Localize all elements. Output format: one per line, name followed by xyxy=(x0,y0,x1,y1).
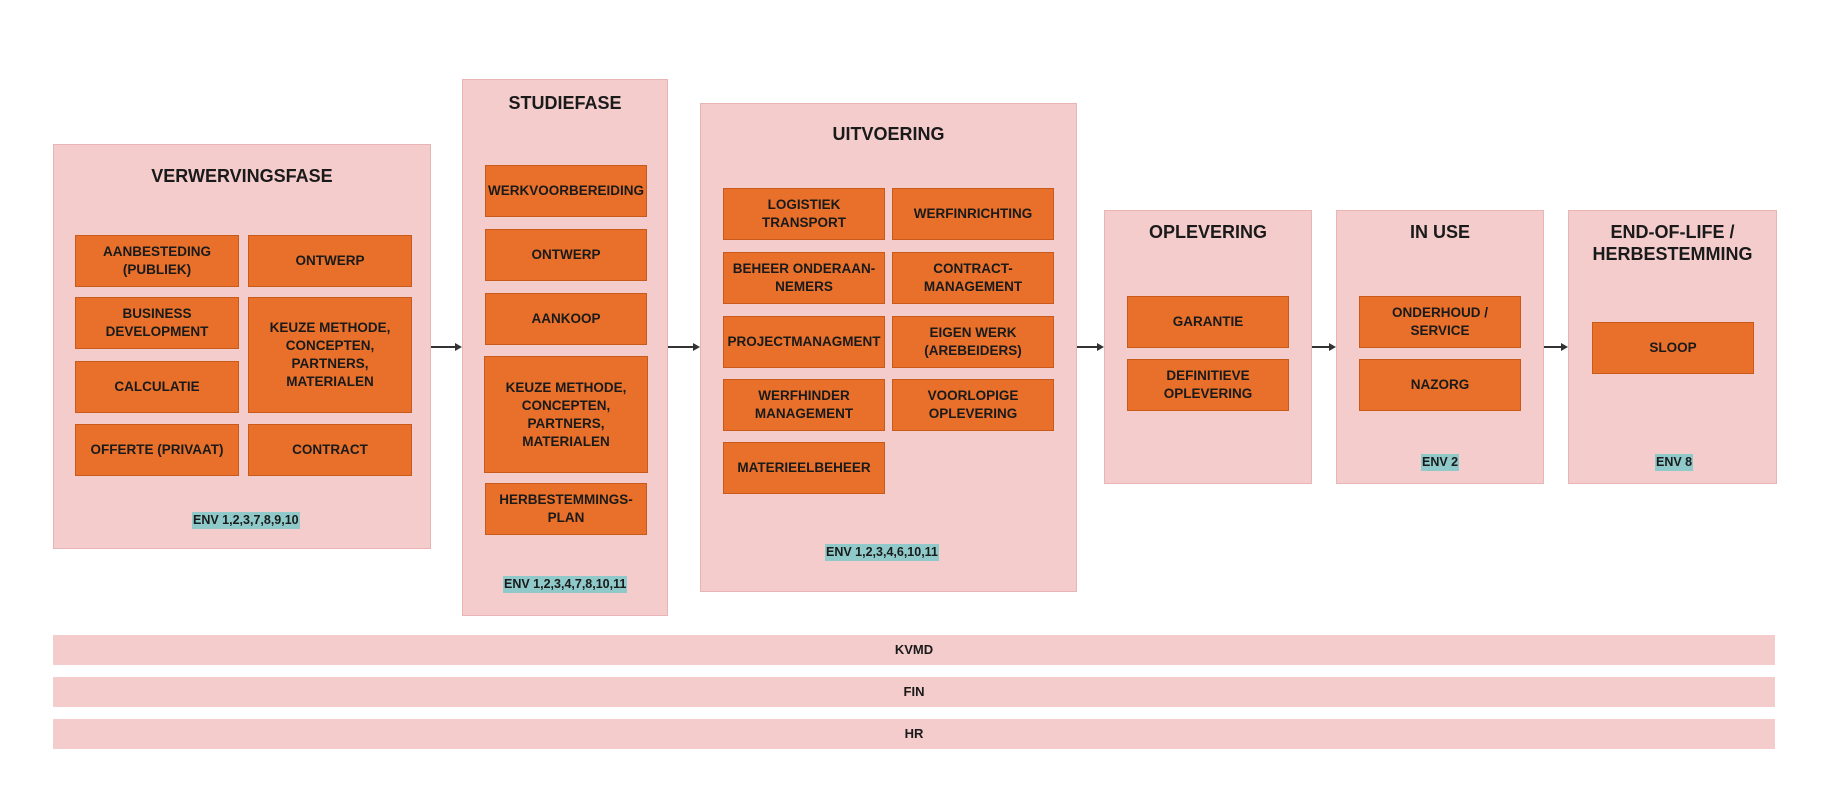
activity-box: HERBESTEMMINGS-PLAN xyxy=(485,483,647,535)
phase-in-use: IN USE ONDERHOUD / SERVICE NAZORG ENV 2 xyxy=(1336,210,1544,484)
activity-box: MATERIEELBEHEER xyxy=(723,442,885,494)
support-bar-kvmd: KVMD xyxy=(53,635,1775,665)
activity-box: PROJECTMANAGMENT xyxy=(723,316,885,368)
activity-box: BEHEER ONDERAAN-NEMERS xyxy=(723,252,885,304)
env-label: ENV 1,2,3,4,7,8,10,11 xyxy=(503,576,628,593)
activity-box: EIGEN WERK (AREBEIDERS) xyxy=(892,316,1054,368)
activity-box: WERFINRICHTING xyxy=(892,188,1054,240)
env-label: ENV 8 xyxy=(1655,454,1694,471)
flow-arrow xyxy=(431,342,462,352)
phase-studiefase: STUDIEFASE WERKVOORBEREIDING ONTWERP AAN… xyxy=(462,79,668,616)
flow-arrow xyxy=(1544,342,1568,352)
phase-title: VERWERVINGSFASE xyxy=(151,166,333,186)
phase-verwervingsfase: VERWERVINGSFASE AANBESTEDING (PUBLIEK) O… xyxy=(53,144,431,549)
activity-box: AANBESTEDING (PUBLIEK) xyxy=(75,235,239,287)
activity-box: CONTRACT-MANAGEMENT xyxy=(892,252,1054,304)
phase-uitvoering: UITVOERING LOGISTIEK TRANSPORT WERFINRIC… xyxy=(700,103,1077,592)
activity-box: ONTWERP xyxy=(248,235,412,287)
activity-box: DEFINITIEVE OPLEVERING xyxy=(1127,359,1289,411)
activity-box: ONDERHOUD / SERVICE xyxy=(1359,296,1521,348)
phase-title: UITVOERING xyxy=(832,124,945,144)
flow-arrow xyxy=(1312,342,1336,352)
phase-oplevering: OPLEVERING GARANTIE DEFINITIEVE OPLEVERI… xyxy=(1104,210,1312,484)
env-label: ENV 1,2,3,4,6,10,11 xyxy=(825,544,939,561)
support-bar-hr: HR xyxy=(53,719,1775,749)
activity-box: KEUZE METHODE, CONCEPTEN, PARTNERS, MATE… xyxy=(484,356,648,473)
activity-box: KEUZE METHODE, CONCEPTEN, PARTNERS, MATE… xyxy=(248,297,412,413)
activity-box: WERFHINDER MANAGEMENT xyxy=(723,379,885,431)
activity-box: WERKVOORBEREIDING xyxy=(485,165,647,217)
activity-box: CONTRACT xyxy=(248,424,412,476)
flow-arrow xyxy=(668,342,700,352)
activity-box: VOORLOPIGE OPLEVERING xyxy=(892,379,1054,431)
phase-end-of-life: END-OF-LIFE / HERBESTEMMING SLOOP ENV 8 xyxy=(1568,210,1777,484)
phase-title: END-OF-LIFE / HERBESTEMMING xyxy=(1592,222,1753,264)
activity-box: AANKOOP xyxy=(485,293,647,345)
activity-box: BUSINESS DEVELOPMENT xyxy=(75,297,239,349)
phase-title: IN USE xyxy=(1409,222,1470,242)
activity-box: LOGISTIEK TRANSPORT xyxy=(723,188,885,240)
activity-box: SLOOP xyxy=(1592,322,1754,374)
activity-box: CALCULATIE xyxy=(75,361,239,413)
activity-box: NAZORG xyxy=(1359,359,1521,411)
phase-title: STUDIEFASE xyxy=(508,93,622,113)
env-label: ENV 1,2,3,7,8,9,10 xyxy=(192,512,300,529)
phase-title: OPLEVERING xyxy=(1148,222,1268,242)
activity-box: ONTWERP xyxy=(485,229,647,281)
activity-box: GARANTIE xyxy=(1127,296,1289,348)
support-bar-fin: FIN xyxy=(53,677,1775,707)
activity-box: OFFERTE (PRIVAAT) xyxy=(75,424,239,476)
env-label: ENV 2 xyxy=(1421,454,1460,471)
flow-arrow xyxy=(1077,342,1104,352)
